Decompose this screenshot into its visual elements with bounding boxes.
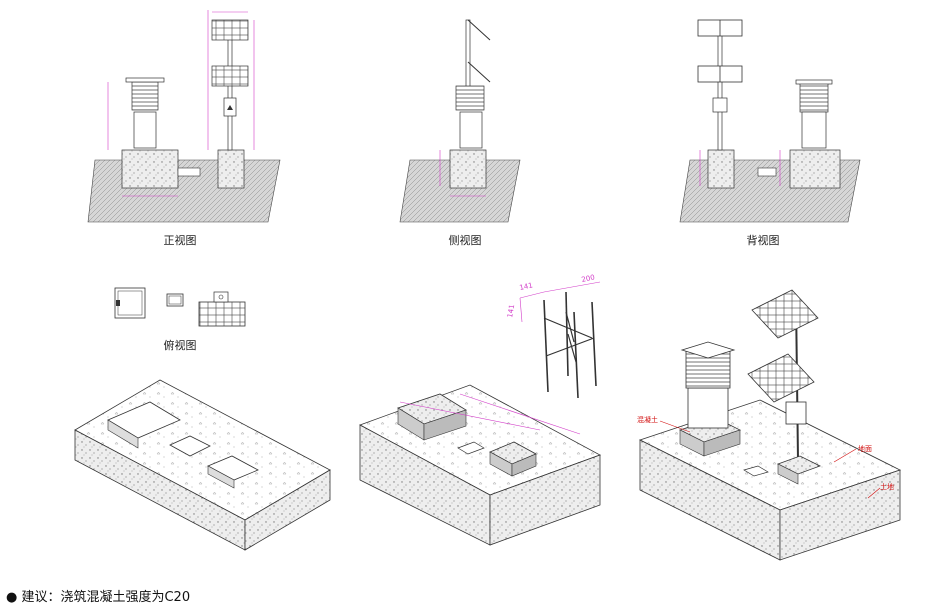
soil-callout: 土地 bbox=[880, 483, 894, 491]
construction-note-text: 建议：浇筑混凝土强度为C20 bbox=[21, 590, 191, 605]
completed-install-isometric bbox=[638, 289, 902, 561]
construction-note: ● 建议：浇筑混凝土强度为C20 bbox=[6, 586, 190, 605]
back-view-drawing bbox=[679, 19, 861, 223]
bracket-dim-b: 200 bbox=[581, 273, 596, 284]
excavation-isometric bbox=[74, 379, 331, 551]
concrete-callout: 混凝土 bbox=[637, 416, 658, 424]
bullet-icon: ● bbox=[6, 590, 18, 605]
bracket-dim-c: 141 bbox=[506, 304, 516, 319]
back-view-caption: 背视图 bbox=[746, 234, 780, 247]
top-view-drawing bbox=[114, 287, 246, 327]
foundation-isometric bbox=[359, 384, 601, 546]
front-view-drawing bbox=[87, 10, 281, 223]
top-view-caption: 俯视图 bbox=[163, 339, 197, 352]
ground-callout: 地面 bbox=[858, 445, 872, 453]
side-view-drawing bbox=[399, 19, 521, 223]
front-view-caption: 正视图 bbox=[163, 234, 197, 247]
side-view-caption: 侧视图 bbox=[448, 234, 482, 247]
bracket-dim-a: 141 bbox=[519, 281, 534, 292]
mounting-bracket bbox=[519, 281, 601, 399]
